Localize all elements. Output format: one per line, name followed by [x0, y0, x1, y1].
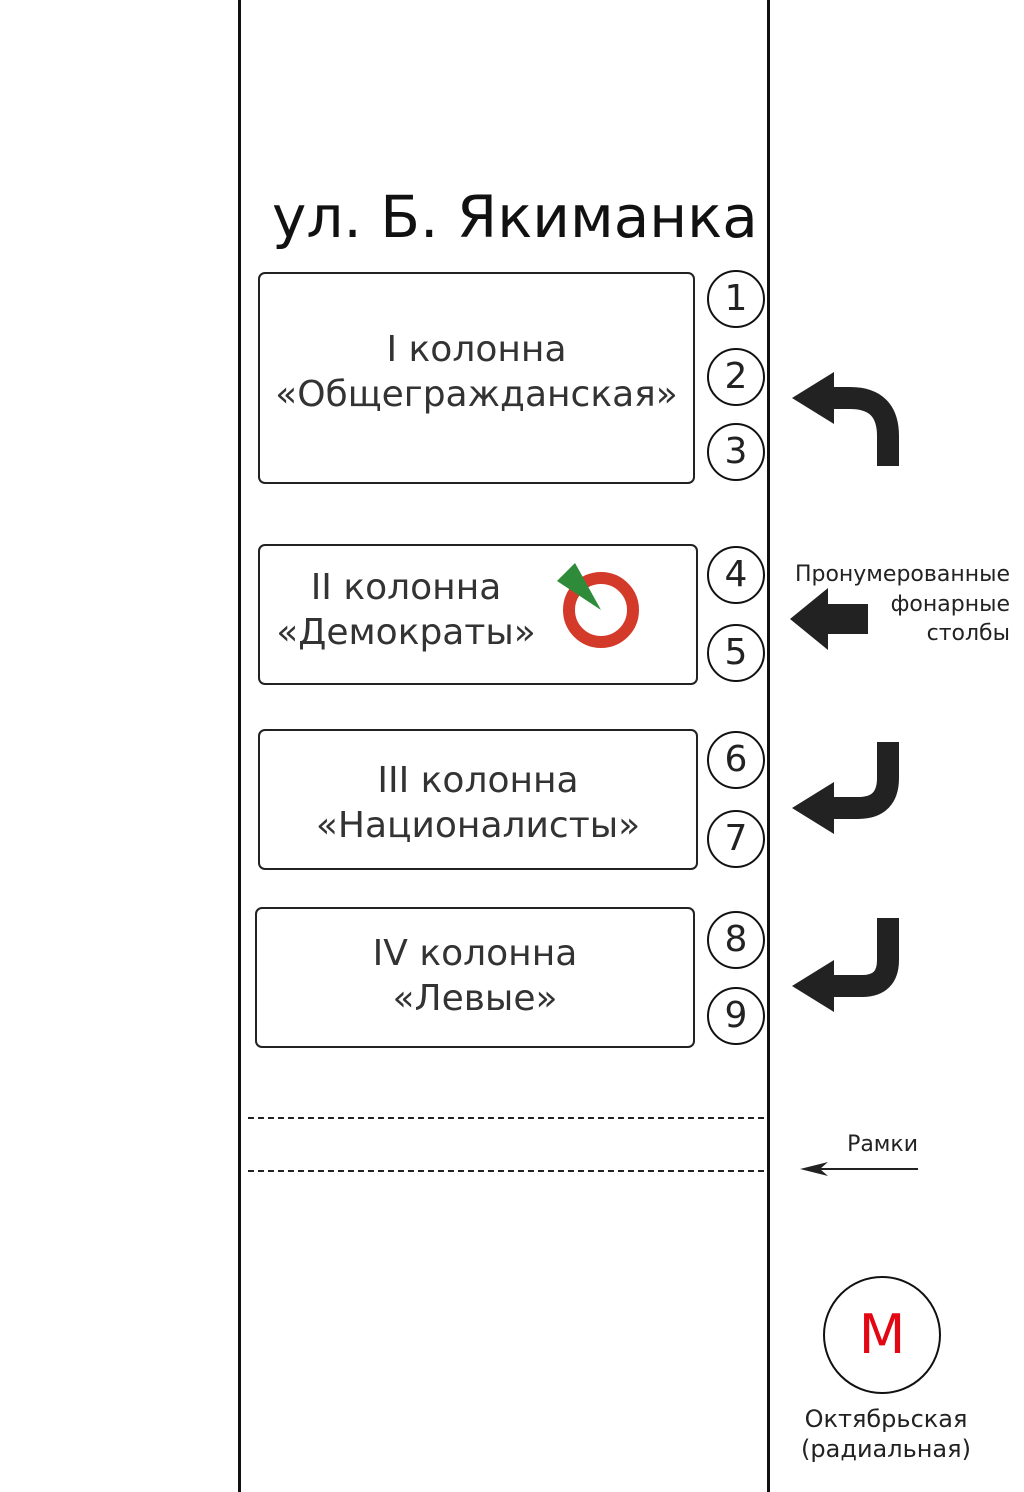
- lamp-post-7: 7: [707, 810, 765, 868]
- lamp-post-number: 1: [724, 278, 748, 319]
- column-1-title: I колонна: [386, 329, 567, 370]
- frames-arrow-icon: [800, 1162, 918, 1176]
- lamp-post-1: 1: [707, 270, 765, 328]
- lamp-posts-legend-line-3: столбы: [926, 621, 1010, 647]
- turn-left-arrow-icon: [792, 742, 899, 834]
- lamp-posts-legend-line-2: фонарные: [890, 591, 1010, 617]
- turn-left-arrow-icon: [792, 918, 899, 1012]
- street-right-edge: [767, 0, 770, 1492]
- lamp-post-number: 4: [724, 554, 748, 595]
- turn-left-arrow-icon: [792, 372, 899, 466]
- lamp-post-5: 5: [707, 624, 765, 682]
- lamp-post-number: 7: [724, 818, 748, 859]
- lamp-post-3: 3: [707, 423, 765, 481]
- column-2-name: «Демократы»: [276, 612, 536, 653]
- frame-line-2: [248, 1170, 764, 1172]
- lamp-post-4: 4: [707, 546, 765, 604]
- column-box-3: [258, 729, 698, 870]
- metro-station-line: (радиальная): [801, 1435, 971, 1463]
- column-box-2: [258, 544, 698, 685]
- column-4-title: IV колонна: [372, 933, 578, 974]
- frame-line-1: [248, 1117, 764, 1119]
- lamp-post-2: 2: [707, 348, 765, 406]
- column-2-title: II колонна: [310, 567, 502, 608]
- lamp-post-9: 9: [707, 987, 765, 1045]
- column-box-4: [255, 907, 695, 1048]
- column-box-1: [258, 272, 695, 484]
- column-3-name: «Националисты»: [315, 805, 641, 846]
- lamp-post-number: 6: [724, 739, 748, 780]
- lamp-posts-legend-line-1: Пронумерованные: [794, 562, 1010, 587]
- column-4-name: «Левые»: [392, 978, 558, 1019]
- party-logo-icon: [557, 563, 639, 648]
- lamp-posts-legend: Пронумерованные фонарные столбы: [795, 560, 1010, 649]
- lamp-post-number: 2: [724, 356, 748, 397]
- lamp-post-number: 5: [724, 632, 748, 673]
- column-3-title: III колонна: [377, 760, 579, 801]
- metro-letter: М: [858, 1303, 906, 1366]
- lamp-post-number: 3: [724, 431, 748, 472]
- lamp-post-8: 8: [707, 911, 765, 969]
- column-1-name: «Общегражданская»: [275, 374, 678, 415]
- street-left-edge: [238, 0, 241, 1492]
- street-name-label: ул. Б. Якиманка: [272, 183, 758, 251]
- lamp-post-number: 8: [724, 919, 748, 960]
- frames-legend: Рамки: [847, 1132, 918, 1157]
- lamp-post-number: 9: [724, 995, 748, 1036]
- metro-icon: М: [823, 1276, 941, 1394]
- left-arrow-icon: [790, 588, 868, 650]
- lamp-post-6: 6: [707, 731, 765, 789]
- metro-station-name: Октябрьская: [804, 1405, 968, 1433]
